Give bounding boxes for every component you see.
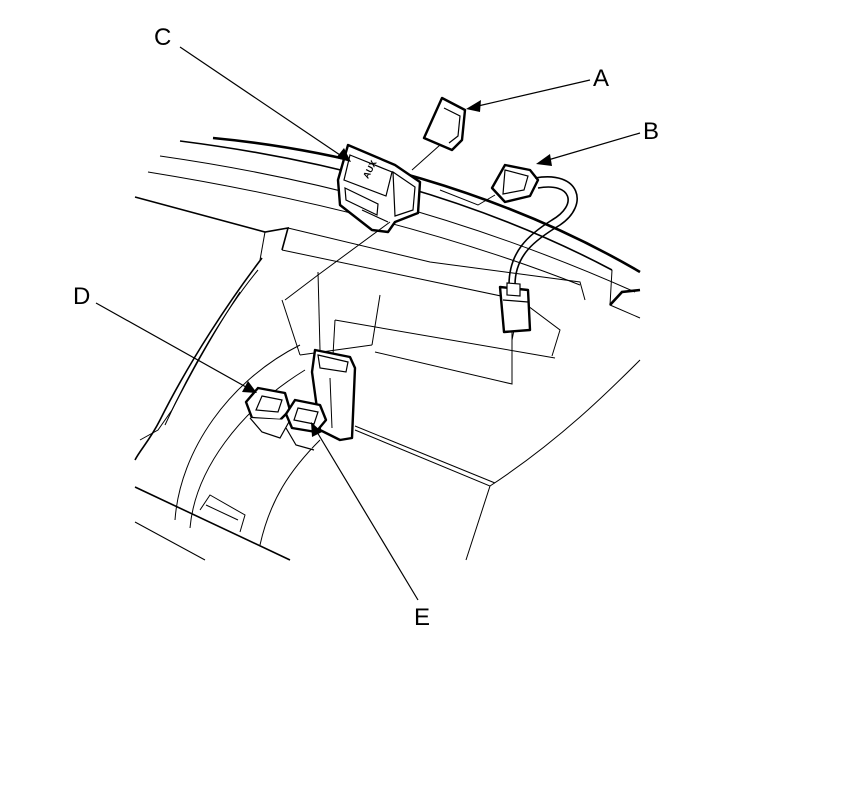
harness-connector xyxy=(490,163,578,334)
callout-leaders xyxy=(95,46,641,601)
callout-e: E xyxy=(414,604,430,631)
aux-jack-assembly: AUX xyxy=(336,143,422,234)
callout-d: D xyxy=(73,283,90,310)
callout-b: B xyxy=(643,118,659,145)
assembly-guide-lines xyxy=(284,144,513,385)
cover-clip xyxy=(422,96,467,152)
callout-a: A xyxy=(593,65,609,92)
callout-c: C xyxy=(154,24,171,51)
center-console xyxy=(134,196,641,561)
callout-labels: A B C D E xyxy=(73,24,659,631)
lower-connectors xyxy=(244,386,328,451)
